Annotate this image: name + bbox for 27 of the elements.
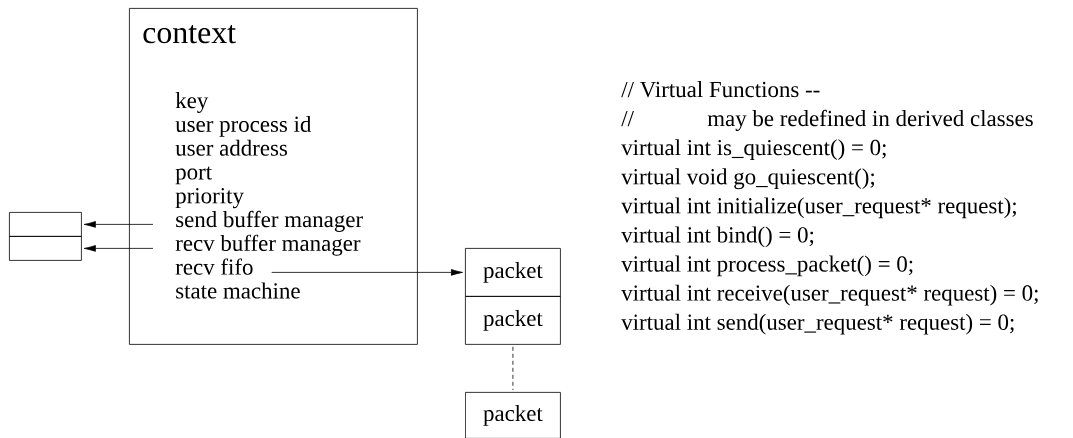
code-line: // <box>621 110 634 127</box>
field-name: state machine <box>176 282 300 299</box>
code-line: virtual void go_quiescent(); <box>621 168 874 190</box>
packet-box: packet <box>465 392 561 438</box>
code-line: virtual int receive(user_request* request) = 0; <box>621 284 1038 306</box>
arrow <box>83 221 154 228</box>
field-name: send buffer manager <box>176 210 363 232</box>
buffer-box <box>9 236 82 261</box>
arrow <box>83 245 154 252</box>
code-line: virtual int send(user_request* request) = 0; <box>621 313 1014 335</box>
packet-box: packet <box>465 296 561 345</box>
code-line: virtual int process_packet() = 0; <box>621 255 913 277</box>
code-line: virtual int initialize(user_request* request); <box>621 197 1016 219</box>
code-line: may be redefined in derived classes <box>707 109 1033 131</box>
field-name: user address <box>175 139 287 156</box>
code-line: virtual int is_quiescent() = 0; <box>621 139 886 160</box>
field-name: port <box>175 166 212 185</box>
buffer-box <box>9 212 82 237</box>
field-name: user process id <box>175 115 312 137</box>
code-line: virtual int bind() = 0; <box>621 226 814 248</box>
field-name: recv buffer manager <box>175 234 361 256</box>
code-line: // Virtual Functions -- <box>621 81 820 98</box>
arrow <box>271 269 463 276</box>
field-name: priority <box>175 188 244 209</box>
field-name: recv fifo <box>175 258 253 275</box>
packet-box: packet <box>465 248 561 297</box>
field-name: key <box>175 92 209 113</box>
